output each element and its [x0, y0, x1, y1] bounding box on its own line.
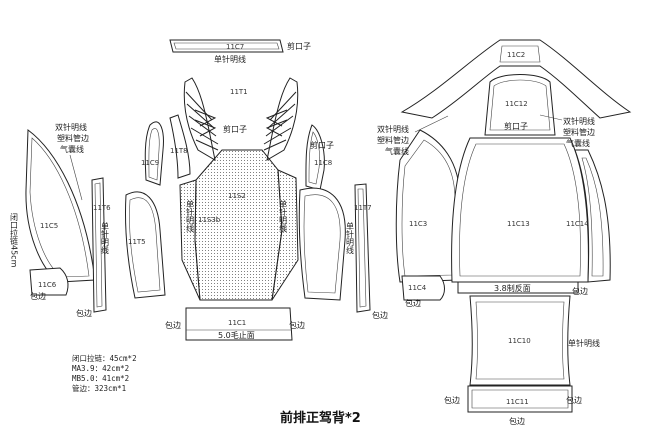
airbag-label: 气囊线: [566, 138, 590, 148]
binding-label: 包边: [30, 291, 46, 301]
piece-11c4: 11C4 包边: [401, 275, 445, 308]
piece-label: 11C6: [38, 281, 57, 289]
cut-label: 剪口子: [504, 121, 528, 131]
binding-label: 包边: [165, 320, 181, 330]
airbag-label: 气囊线: [60, 144, 84, 154]
binding-label: 包边: [509, 416, 525, 426]
piece-11c12: 11C12 剪口子: [484, 74, 556, 136]
piece-label: 11S3b: [198, 216, 221, 224]
piece-label: 11C2: [507, 51, 525, 59]
single-stitch-label: 单针明线: [186, 199, 195, 232]
piece-right-small: [298, 187, 346, 301]
airbag-label: 气囊线: [385, 146, 409, 156]
piece-11c3: 11C3: [395, 129, 461, 283]
piece-11t7: 11T7 单针明线 包边: [346, 183, 388, 320]
piece-label: 11T7: [354, 204, 372, 212]
piece-label: 11C14: [566, 220, 589, 228]
piece-label: 11C5: [40, 222, 58, 230]
piece-label: 11C8: [314, 159, 332, 167]
binding-label: 包边: [405, 298, 421, 308]
binding-label: 包边: [372, 310, 388, 320]
binding-label: 包边: [572, 286, 588, 296]
piece-label: 11C7: [226, 43, 244, 51]
piece-11s2: 11S2 11S3b: [179, 149, 299, 301]
double-stitch-label: 双针明线: [55, 122, 87, 132]
note-pipe: 管边：323cm*1: [72, 384, 127, 393]
binding-label: 包边: [289, 320, 305, 330]
piece-11c7: 11C7 剪口子 单针明线: [169, 39, 311, 64]
binding-label: 包边: [76, 308, 92, 318]
zipper-vertical-label: 闭口拉链45cm: [10, 213, 19, 268]
cut-label: 剪口子: [310, 140, 334, 150]
plastic-pipe-label: 塑料管边: [57, 133, 89, 143]
note-zipper: 闭口拉链：45cm*2: [72, 354, 137, 363]
cut-label: 剪口子: [223, 124, 247, 134]
reverse-band: 3.8制反面 包边: [457, 281, 588, 296]
sheet-title: 前排正驾背*2: [280, 411, 361, 426]
cut-label: 剪口子: [287, 41, 311, 51]
piece-11c6: 11C6 包边: [29, 267, 69, 301]
piece-label: 11C11: [506, 398, 529, 406]
piece-11t6: 11T6 单针明线 包边: [76, 177, 111, 318]
center-stitch-labels: 单针明线 单针明线: [186, 199, 288, 232]
plastic-pipe-label: 塑料管边: [563, 127, 595, 137]
note-ma: MA3.9：42cm*2: [72, 364, 130, 373]
piece-11t5: 11T5: [124, 191, 166, 299]
piece-label: 11C1: [228, 319, 246, 327]
piece-11c11: 11C11 包边 包边 包边: [444, 385, 582, 426]
double-stitch-label: 双针明线: [377, 124, 409, 134]
reverse-label: 3.8制反面: [494, 283, 531, 293]
hem-label: 5.0毛止面: [218, 330, 255, 340]
single-stitch-label: 单针明线: [101, 221, 110, 254]
piece-11t8: 11T8: [169, 114, 191, 179]
piece-label: 11T8: [170, 147, 188, 155]
binding-label: 包边: [444, 395, 460, 405]
piece-label: 11C3: [409, 220, 427, 228]
piece-label: 11C13: [507, 220, 530, 228]
single-stitch-label: 单针明线: [214, 54, 246, 64]
piece-11c14: 11C14: [566, 149, 611, 283]
note-mb: MB5.0：41cm*2: [72, 374, 130, 383]
double-stitch-label: 双针明线: [563, 116, 595, 126]
piece-11c9: 11C9: [141, 121, 164, 186]
piece-label: 11C10: [508, 337, 531, 345]
plastic-pipe-label: 塑料管边: [377, 135, 409, 145]
piece-11c13: 11C13: [451, 137, 589, 283]
piece-11c8: 11C8 剪口子: [305, 124, 334, 191]
single-stitch-label: 单针明线: [279, 199, 288, 232]
right-annotations: 双针明线 塑料管边 气囊线 双针明线 塑料管边 气囊线: [377, 114, 595, 156]
single-stitch-label: 单针明线: [568, 338, 600, 348]
binding-label: 包边: [566, 395, 582, 405]
piece-11c10: 11C10 单针明线: [469, 295, 600, 386]
piece-11t1: 11T1 剪口子: [183, 77, 299, 161]
single-stitch-label: 单针明线: [346, 221, 355, 254]
piece-label: 11C12: [505, 100, 528, 108]
piece-label: 11C9: [141, 159, 159, 167]
piece-11c1: 11C1 5.0毛止面 包边 包边: [165, 307, 305, 341]
piece-label: 11T1: [230, 88, 248, 96]
piece-label: 11T6: [93, 204, 111, 212]
piece-label: 11S2: [228, 192, 246, 200]
piece-label: 11C4: [408, 284, 427, 292]
piece-11c5: 11C5 双针明线 塑料管边 气囊线: [25, 122, 96, 283]
piece-label: 11T5: [128, 238, 146, 246]
material-notes: 闭口拉链：45cm*2 MA3.9：42cm*2 MB5.0：41cm*2 管边…: [72, 354, 137, 394]
piece-11c2: 11C2: [400, 39, 632, 119]
